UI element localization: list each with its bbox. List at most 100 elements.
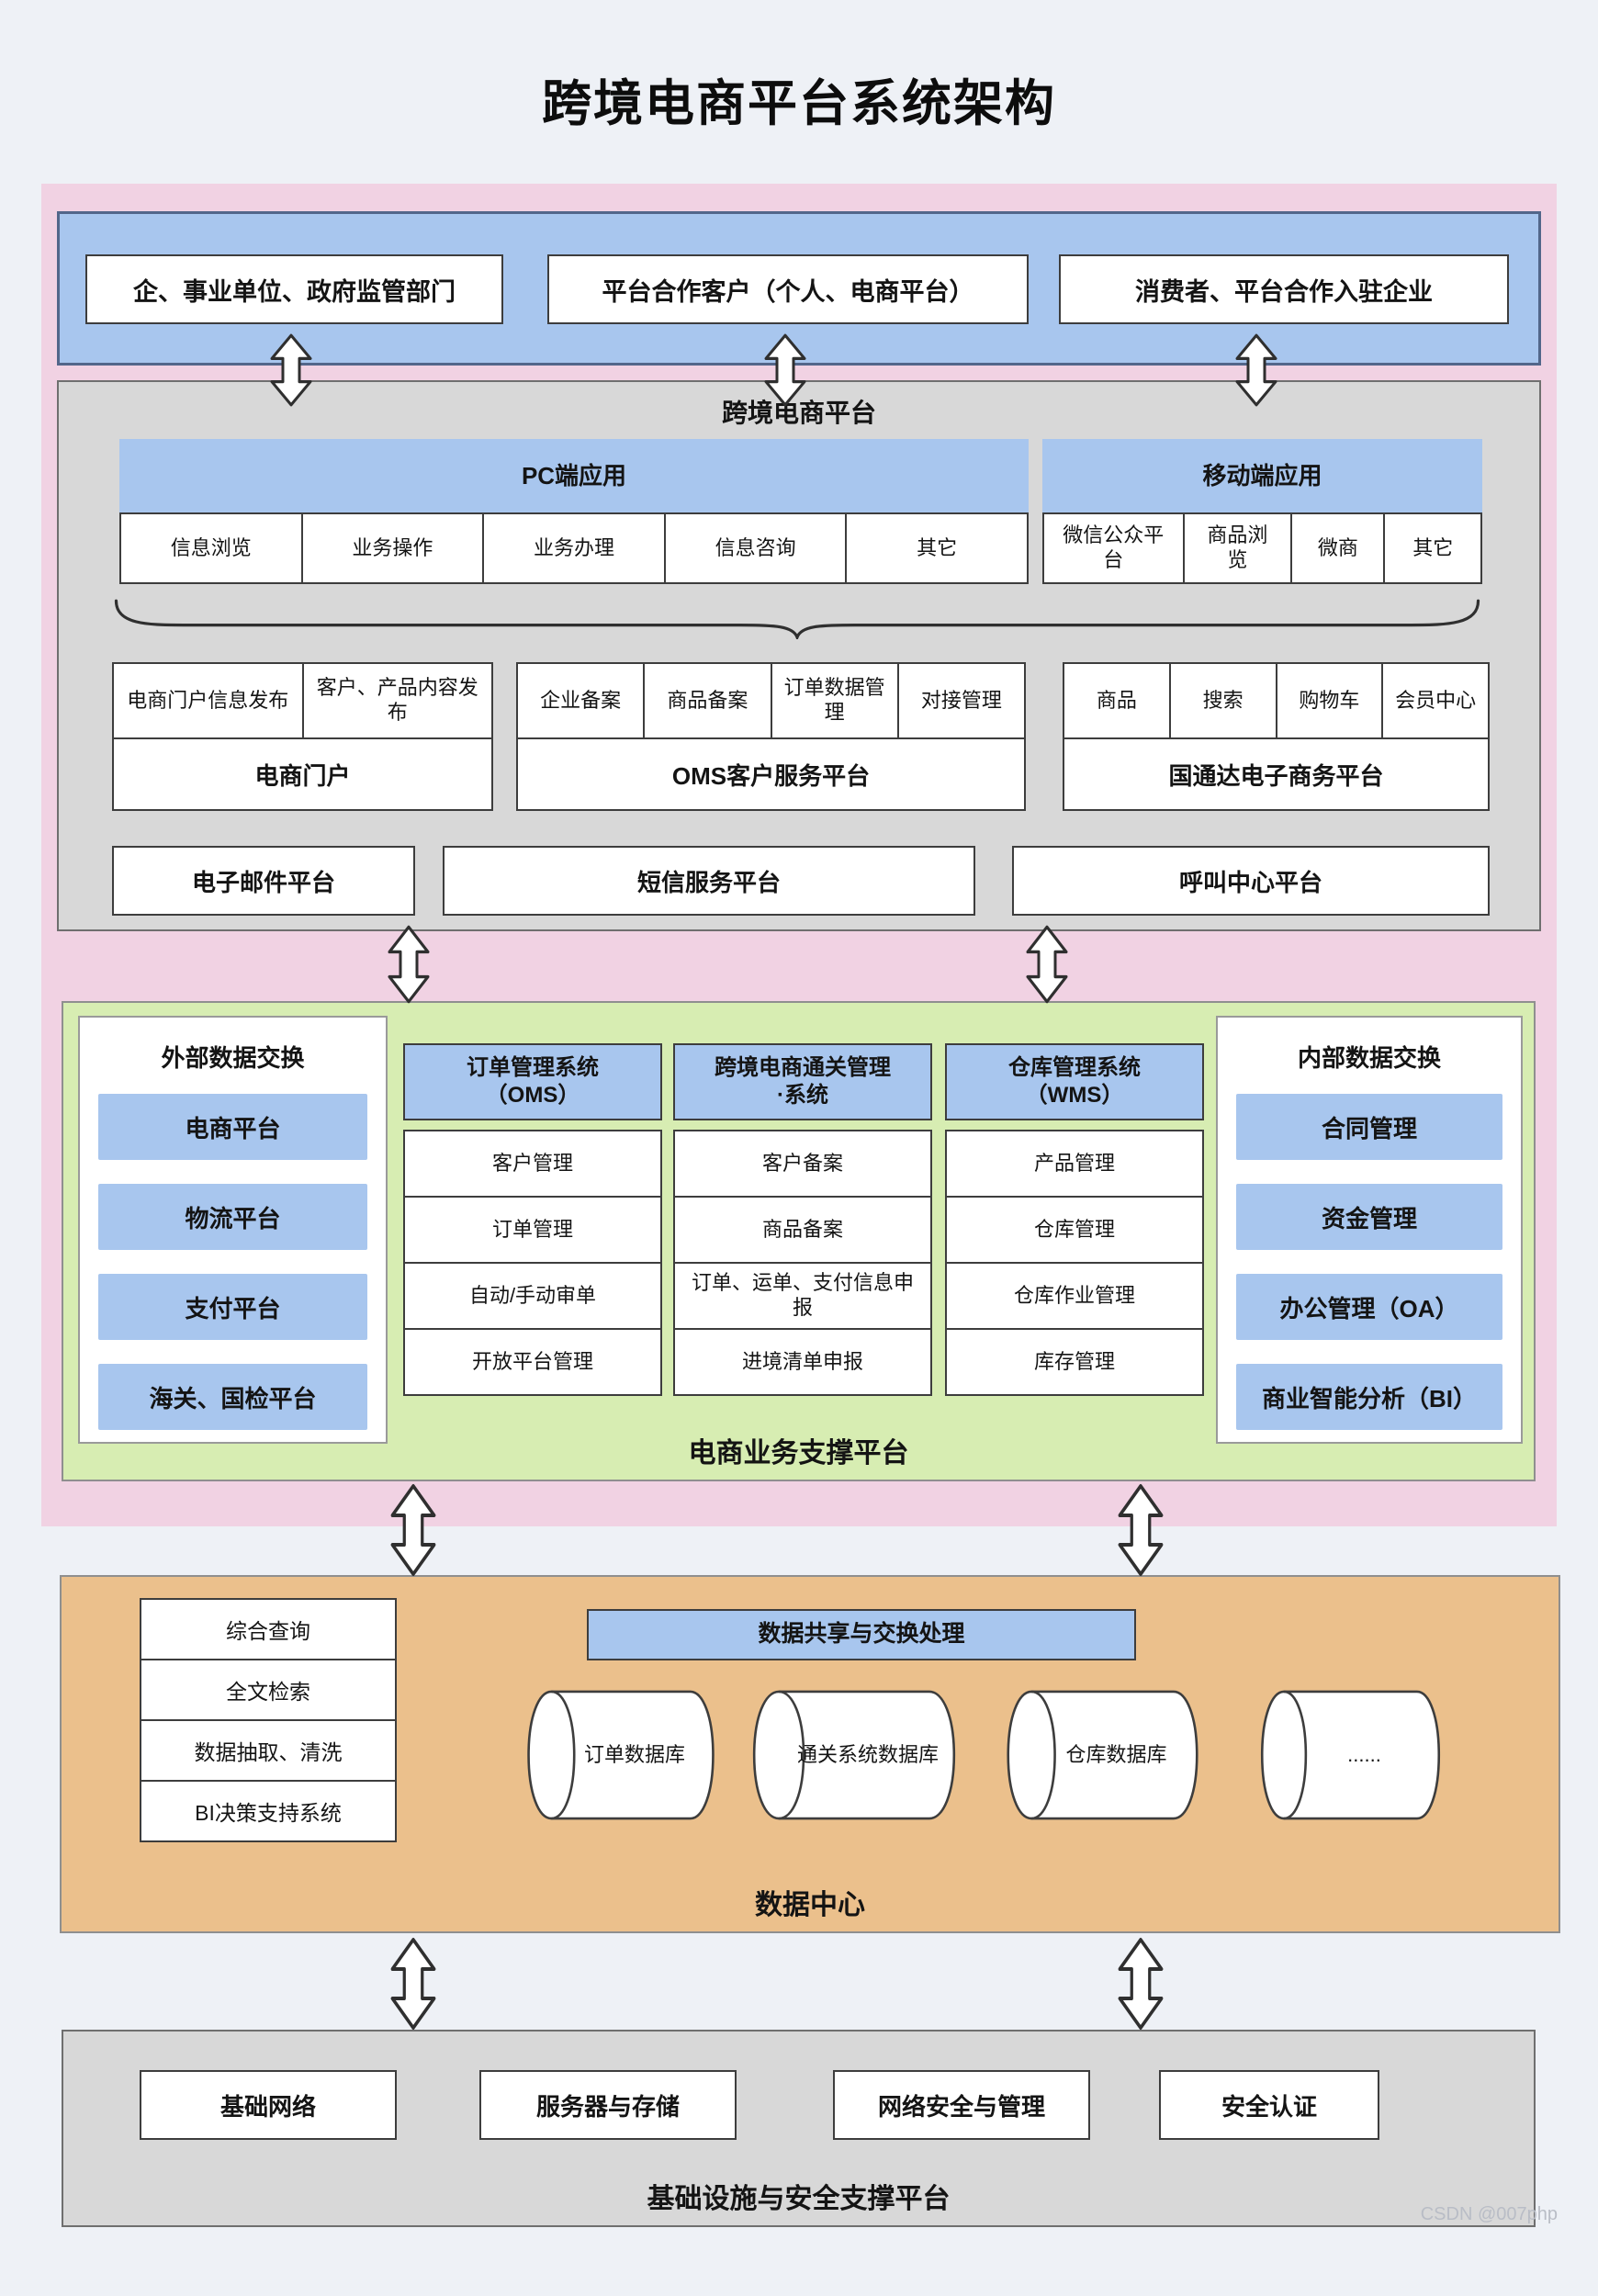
business-support-label: 电商业务支撑平台 bbox=[688, 1438, 909, 1469]
infra-auth-box: 安全认证 bbox=[1159, 2070, 1379, 2140]
platform-section-label: 跨境电商平台 bbox=[721, 399, 876, 427]
mobile-app-cell: 微商 bbox=[1290, 512, 1386, 584]
pc-apps-block: PC端应用 信息浏览 业务操作 业务办理 信息咨询 其它 bbox=[119, 439, 1029, 584]
pc-app-cell: 其它 bbox=[845, 512, 1029, 584]
guotongda-group-cells: 商品 搜索 购物车 会员中心 bbox=[1063, 662, 1490, 739]
group-cell: 客户、产品内容发布 bbox=[301, 662, 493, 739]
customs-system-column: 跨境电商通关管理 ·系统 客户备案 商品备案 订单、运单、支付信息申报 进境清单… bbox=[673, 1043, 932, 1396]
group-cell: 企业备案 bbox=[516, 662, 646, 739]
portal-group-label: 电商门户 bbox=[112, 737, 493, 811]
system-cell: 订单管理 bbox=[403, 1196, 662, 1264]
group-cell: 订单数据管理 bbox=[770, 662, 899, 739]
system-cell: 仓库管理 bbox=[945, 1196, 1204, 1264]
mobile-app-cell: 微信公众平台 bbox=[1042, 512, 1185, 584]
double-arrow-icon bbox=[1235, 333, 1277, 407]
oms-service-group-cells: 企业备案 商品备案 订单数据管理 对接管理 bbox=[516, 662, 1026, 739]
system-cell: 仓库作业管理 bbox=[945, 1262, 1204, 1330]
system-cell: 商品备案 bbox=[673, 1196, 932, 1264]
watermark: CSDN @007php bbox=[1420, 2204, 1558, 2224]
system-cell: 订单、运单、支付信息申报 bbox=[673, 1262, 932, 1330]
infra-server-box: 服务器与存储 bbox=[479, 2070, 737, 2140]
dc-left-box: 综合查询 bbox=[140, 1598, 397, 1660]
dc-left-box: 全文检索 bbox=[140, 1659, 397, 1721]
pc-app-cell: 信息咨询 bbox=[663, 512, 848, 584]
actor-box-partners: 平台合作客户（个人、电商平台） bbox=[547, 254, 1029, 324]
group-cell: 商品 bbox=[1063, 662, 1171, 739]
wms-system-cells: 产品管理 仓库管理 仓库作业管理 库存管理 bbox=[945, 1130, 1204, 1396]
db-label: 订单数据库 bbox=[583, 1743, 685, 1767]
internal-item: 合同管理 bbox=[1236, 1094, 1502, 1160]
actor-box-government: 企、事业单位、政府监管部门 bbox=[85, 254, 503, 324]
outer-pink-band: 企、事业单位、政府监管部门 平台合作客户（个人、电商平台） 消费者、平台合作入驻… bbox=[41, 184, 1557, 1526]
callcenter-platform-box: 呼叫中心平台 bbox=[1012, 846, 1490, 916]
double-arrow-icon bbox=[1118, 1938, 1164, 2030]
cylinder-icon bbox=[1255, 1685, 1446, 1825]
data-center-section: 综合查询 全文检索 数据抽取、清洗 BI决策支持系统 数据共享与交换处理 订单数… bbox=[60, 1575, 1560, 1933]
mobile-app-cell: 商品浏览 bbox=[1182, 512, 1293, 584]
warehouse-db-cylinder: 仓库数据库 bbox=[1001, 1685, 1204, 1825]
dc-left-box: BI决策支持系统 bbox=[140, 1780, 397, 1842]
system-cell: 客户备案 bbox=[673, 1130, 932, 1198]
double-arrow-icon bbox=[390, 1484, 436, 1576]
double-arrow-icon bbox=[1118, 1484, 1164, 1576]
system-cell: 自动/手动审单 bbox=[403, 1262, 662, 1330]
infra-network-box: 基础网络 bbox=[140, 2070, 397, 2140]
oms-system-header: 订单管理系统 （OMS） bbox=[403, 1043, 662, 1120]
customs-system-header: 跨境电商通关管理 ·系统 bbox=[673, 1043, 932, 1120]
portal-group: 电商门户信息发布 客户、产品内容发布 电商门户 bbox=[112, 662, 493, 811]
pc-app-cell: 信息浏览 bbox=[119, 512, 303, 584]
dc-left-box: 数据抽取、清洗 bbox=[140, 1719, 397, 1782]
data-share-bar: 数据共享与交换处理 bbox=[587, 1609, 1136, 1660]
oms-system-column: 订单管理系统 （OMS） 客户管理 订单管理 自动/手动审单 开放平台管理 bbox=[403, 1043, 662, 1396]
group-cell: 电商门户信息发布 bbox=[112, 662, 304, 739]
group-cell: 会员中心 bbox=[1381, 662, 1490, 739]
wms-system-column: 仓库管理系统 （WMS） 产品管理 仓库管理 仓库作业管理 库存管理 bbox=[945, 1043, 1204, 1396]
external-item: 海关、国检平台 bbox=[98, 1364, 367, 1430]
group-cell: 购物车 bbox=[1275, 662, 1384, 739]
external-item: 电商平台 bbox=[98, 1094, 367, 1160]
double-arrow-icon bbox=[270, 333, 312, 407]
sms-platform-box: 短信服务平台 bbox=[443, 846, 975, 916]
actors-band: 企、事业单位、政府监管部门 平台合作客户（个人、电商平台） 消费者、平台合作入驻… bbox=[57, 211, 1541, 366]
pc-apps-header: PC端应用 bbox=[119, 439, 1029, 512]
brace-icon bbox=[112, 599, 1482, 639]
double-arrow-icon bbox=[764, 333, 806, 407]
infrastructure-label: 基础设施与安全支撑平台 bbox=[647, 2184, 951, 2214]
cylinder-icon bbox=[747, 1685, 962, 1825]
portal-group-cells: 电商门户信息发布 客户、产品内容发布 bbox=[112, 662, 493, 739]
db-label: ...... bbox=[1347, 1743, 1381, 1767]
external-exchange-panel: 外部数据交换 电商平台 物流平台 支付平台 海关、国检平台 bbox=[78, 1016, 388, 1444]
system-cell: 开放平台管理 bbox=[403, 1328, 662, 1396]
group-cell: 搜索 bbox=[1168, 662, 1277, 739]
system-cell: 库存管理 bbox=[945, 1328, 1204, 1396]
business-support-section: 外部数据交换 电商平台 物流平台 支付平台 海关、国检平台 订单管理系统 （OM… bbox=[62, 1001, 1536, 1481]
double-arrow-icon bbox=[1026, 925, 1068, 1004]
other-db-cylinder: ...... bbox=[1255, 1685, 1446, 1825]
page-title: 跨境电商平台系统架构 bbox=[542, 76, 1056, 131]
data-center-label: 数据中心 bbox=[755, 1890, 865, 1920]
guotongda-group: 商品 搜索 购物车 会员中心 国通达电子商务平台 bbox=[1063, 662, 1490, 811]
guotongda-group-label: 国通达电子商务平台 bbox=[1063, 737, 1490, 811]
internal-item: 商业智能分析（BI） bbox=[1236, 1364, 1502, 1430]
mobile-apps-cells: 微信公众平台 商品浏览 微商 其它 bbox=[1042, 512, 1483, 584]
db-label: 仓库数据库 bbox=[1065, 1743, 1167, 1767]
db-label: 通关系统数据库 bbox=[796, 1743, 939, 1767]
group-cell: 商品备案 bbox=[643, 662, 772, 739]
infrastructure-section: 基础网络 服务器与存储 网络安全与管理 安全认证 基础设施与安全支撑平台 bbox=[62, 2030, 1536, 2227]
oms-system-cells: 客户管理 订单管理 自动/手动审单 开放平台管理 bbox=[403, 1130, 662, 1396]
mobile-app-cell: 其它 bbox=[1383, 512, 1483, 584]
system-cell: 进境清单申报 bbox=[673, 1328, 932, 1396]
system-cell: 产品管理 bbox=[945, 1130, 1204, 1198]
mobile-apps-header: 移动端应用 bbox=[1042, 439, 1482, 512]
cylinder-icon bbox=[1001, 1685, 1204, 1825]
double-arrow-icon bbox=[388, 925, 430, 1004]
customs-system-cells: 客户备案 商品备案 订单、运单、支付信息申报 进境清单申报 bbox=[673, 1130, 932, 1396]
actor-box-consumers: 消费者、平台合作入驻企业 bbox=[1059, 254, 1509, 324]
wms-system-header: 仓库管理系统 （WMS） bbox=[945, 1043, 1204, 1120]
external-item: 支付平台 bbox=[98, 1274, 367, 1340]
group-cell: 对接管理 bbox=[896, 662, 1026, 739]
oms-service-group: 企业备案 商品备案 订单数据管理 对接管理 OMS客户服务平台 bbox=[516, 662, 1026, 811]
oms-service-group-label: OMS客户服务平台 bbox=[516, 737, 1026, 811]
internal-exchange-panel: 内部数据交换 合同管理 资金管理 办公管理（OA） 商业智能分析（BI） bbox=[1216, 1016, 1523, 1444]
